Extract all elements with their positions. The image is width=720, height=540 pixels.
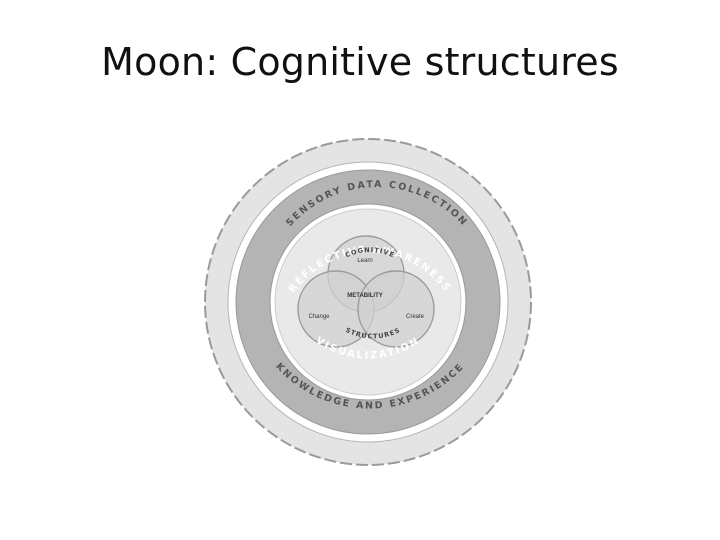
venn-label-change: Change	[308, 314, 330, 320]
cognitive-structures-diagram: SENSORY DATA COLLECTION KNOWLEDGE AND EX…	[204, 138, 532, 466]
venn-label-create: Create	[406, 314, 425, 320]
venn-label-learn: Learn	[357, 258, 372, 264]
slide-title: Moon: Cognitive structures	[101, 40, 619, 84]
venn-label-center: METABILITY	[347, 293, 383, 299]
venn-circle-create	[357, 270, 435, 348]
